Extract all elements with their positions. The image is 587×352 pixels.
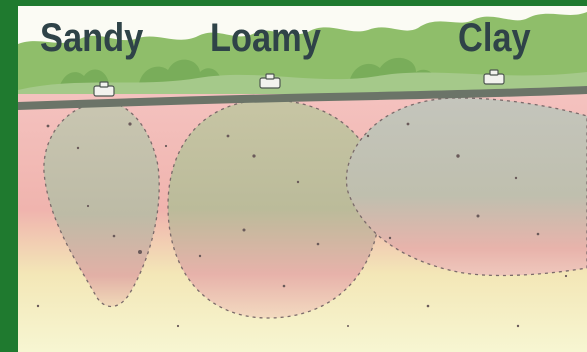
loamy-water-pattern xyxy=(168,100,380,318)
label-loamy: Loamy xyxy=(210,16,321,60)
label-clay: Clay xyxy=(458,16,531,60)
soil-diagram-panel: Sandy Loamy Clay xyxy=(18,6,587,352)
label-sandy: Sandy xyxy=(40,16,143,60)
